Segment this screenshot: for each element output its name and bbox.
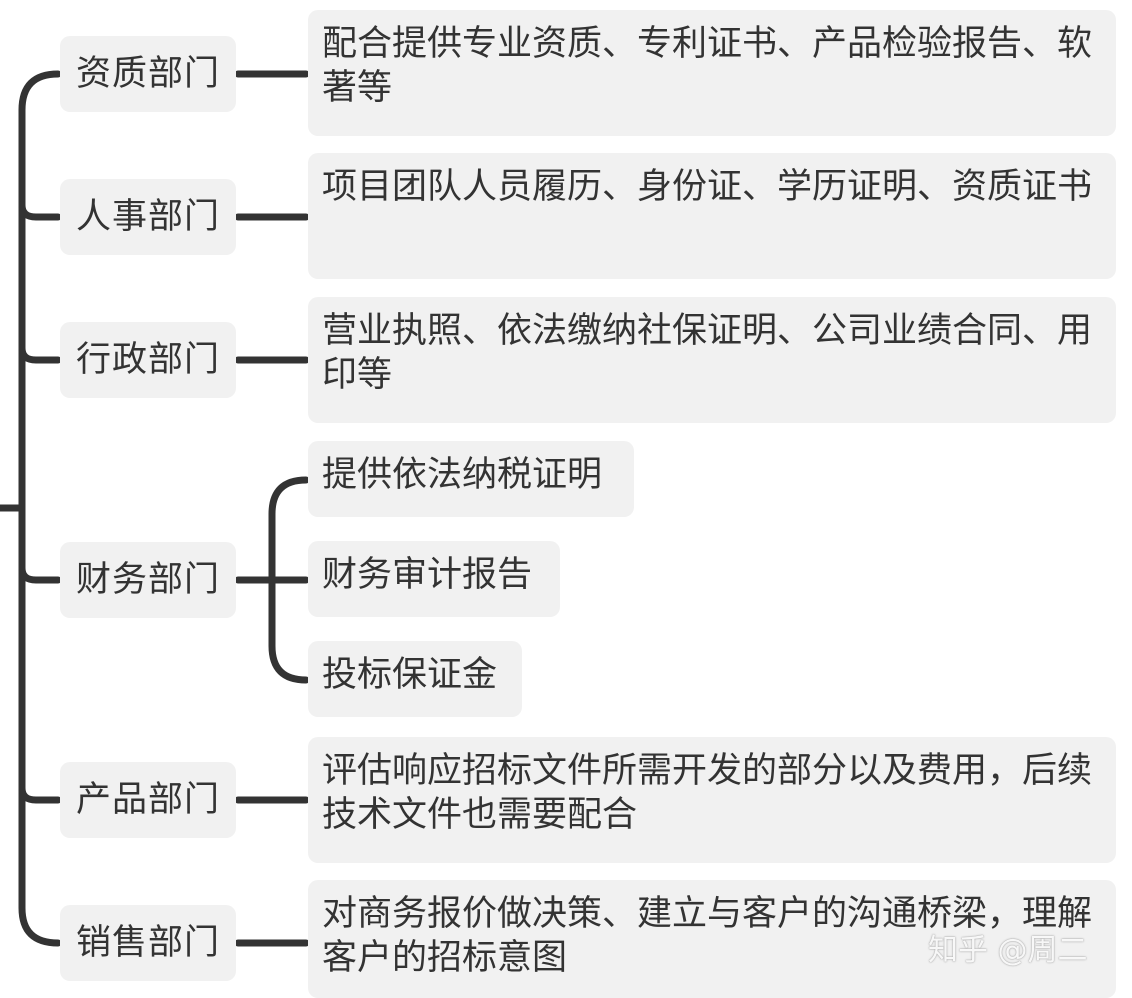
detail-node: 项目团队人员履历、身份证、学历证明、资质证书 <box>308 153 1116 279</box>
department-node: 财务部门 <box>60 542 236 618</box>
watermark: 知乎 @周二 <box>928 933 1088 968</box>
department-node: 行政部门 <box>60 322 236 398</box>
detail-node: 营业执照、依法缴纳社保证明、公司业绩合同、用印等 <box>308 297 1116 423</box>
detail-node: 配合提供专业资质、专利证书、产品检验报告、软著等 <box>308 10 1116 136</box>
trunk-line <box>18 70 62 947</box>
detail-node: 对商务报价做决策、建立与客户的沟通桥梁，理解客户的招标意图 <box>308 880 1116 998</box>
detail-node: 提供依法纳税证明 <box>308 441 634 517</box>
branch-line <box>18 344 62 364</box>
department-node: 人事部门 <box>60 179 236 255</box>
detail-node: 投标保证金 <box>308 641 522 717</box>
branch-line <box>18 564 62 584</box>
department-node: 产品部门 <box>60 762 236 838</box>
department-node: 销售部门 <box>60 905 236 981</box>
branch-line <box>18 784 62 804</box>
detail-node: 财务审计报告 <box>308 541 560 617</box>
department-node: 资质部门 <box>60 36 236 112</box>
detail-node: 评估响应招标文件所需开发的部分以及费用，后续技术文件也需要配合 <box>308 737 1116 863</box>
branch-line <box>18 201 62 221</box>
